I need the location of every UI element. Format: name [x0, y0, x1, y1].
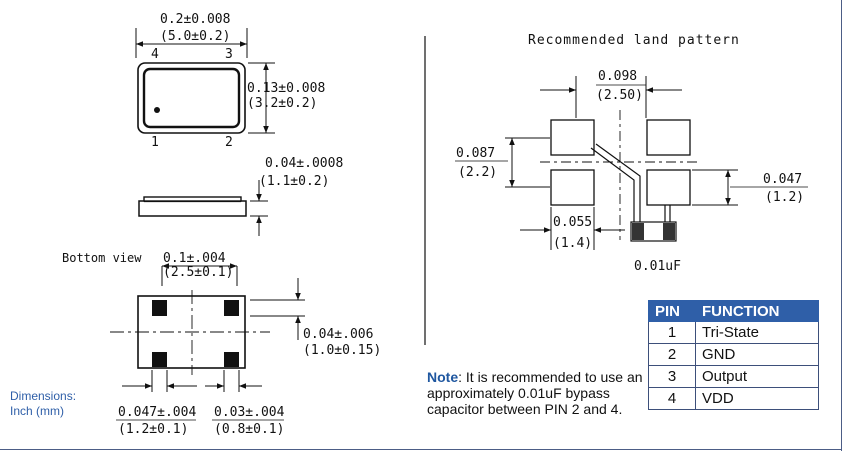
bottom-pad-3	[224, 300, 239, 316]
pin-number-cell: 2	[648, 343, 696, 366]
note-text: : It is recommended to use an approximat…	[427, 369, 643, 417]
pin-1-label: 1	[151, 135, 159, 150]
pin-function-cell: Tri-State	[695, 321, 819, 344]
bottom-pad-2	[224, 352, 239, 367]
land-pattern-title: Recommended land pattern	[528, 33, 740, 48]
land-pad-2	[646, 169, 691, 206]
thickness-dim-mm: (1.1±0.2)	[259, 174, 329, 189]
dimensions-units-note: Dimensions: Inch (mm)	[10, 389, 76, 419]
table-row: 2 GND	[648, 343, 819, 366]
width-dim-inch: 0.2±0.008	[160, 12, 230, 27]
pitch-y-dim-inch: 0.087	[456, 146, 495, 161]
pin-table-header-row: PIN FUNCTION	[648, 300, 819, 322]
pin-function-table: PIN FUNCTION 1 Tri-State 2 GND 3 Output …	[648, 300, 819, 410]
pin-function-cell: Output	[695, 365, 819, 388]
bottom-pad-1	[152, 352, 167, 367]
pin-2-label: 2	[225, 135, 233, 150]
pitch-y-dim-mm: (2.2)	[458, 165, 497, 180]
pin1-marker-dot	[154, 107, 160, 113]
land-pad-3	[646, 119, 691, 156]
pin-number-cell: 4	[648, 387, 696, 410]
dimensions-units-line1: Dimensions:	[10, 389, 77, 403]
dimensions-units-line2: Inch (mm)	[10, 404, 64, 418]
pad-height-dim-mm: (1.0±0.15)	[303, 343, 381, 358]
note-label: Note	[427, 369, 459, 385]
pad-width-dim-mm: (0.8±0.1)	[214, 422, 284, 437]
function-column-header: FUNCTION	[695, 300, 819, 322]
bottom-pad-4	[152, 300, 167, 316]
pin-column-header: PIN	[648, 300, 696, 322]
package-lid	[142, 67, 241, 129]
pad-w-dim-inch: 0.055	[553, 215, 592, 230]
side-view: 0.04±.0008 (1.1±0.2)	[138, 156, 343, 236]
pitch-dim-mm: (2.5±0.1)	[163, 265, 233, 280]
width-dim-mm: (5.0±0.2)	[160, 29, 230, 44]
capacitor-label: 0.01uF	[634, 259, 681, 274]
pin-function-cell: VDD	[695, 387, 819, 410]
pin-number-cell: 1	[648, 321, 696, 344]
height-dim-inch: 0.13±0.008	[247, 81, 325, 96]
pin-4-label: 4	[151, 47, 159, 62]
bottom-view-label: Bottom view	[62, 251, 142, 265]
package-side-body	[138, 200, 247, 217]
gap-x-dim-mm: (2.50)	[596, 88, 643, 103]
pitch-dim-inch: 0.1±.004	[163, 251, 226, 266]
top-view: 0.2±0.008 (5.0±0.2) 4 3 1 2 0.13±0.008 (…	[135, 12, 325, 150]
gap-x-dim-inch: 0.098	[598, 69, 637, 84]
pin-function-cell: GND	[695, 343, 819, 366]
pad-w-dim-mm: (1.4)	[553, 236, 592, 251]
frame-right-border	[841, 0, 842, 451]
height-dim-mm: (3.2±0.2)	[247, 96, 317, 111]
land-pad-1	[550, 169, 595, 206]
pin-number-cell: 3	[648, 365, 696, 388]
frame-bottom-border	[0, 449, 842, 450]
bottom-view: Bottom view 0.1±.004 (2.5±0.1) 0.04±.006…	[62, 251, 381, 437]
pad-h-dim-mm: (1.2)	[765, 190, 804, 205]
land-pad-4	[550, 119, 595, 156]
pad-height-dim-inch: 0.04±.006	[303, 327, 373, 342]
pin-3-label: 3	[225, 47, 233, 62]
land-pattern: Recommended land pattern 0.098 (2.50) 0.…	[455, 33, 808, 274]
bypass-capacitor-note: Note: It is recommended to use an approx…	[427, 369, 647, 417]
pad-h-dim-inch: 0.047	[763, 172, 802, 187]
table-row: 4 VDD	[648, 387, 819, 410]
pad-offset-dim-mm: (1.2±0.1)	[118, 422, 188, 437]
table-row: 3 Output	[648, 365, 819, 388]
pad-width-dim-inch: 0.03±.004	[214, 405, 285, 420]
thickness-dim-inch: 0.04±.0008	[265, 156, 343, 171]
package-side-lid	[143, 196, 242, 202]
pad-offset-dim-inch: 0.047±.004	[118, 405, 196, 420]
table-row: 1 Tri-State	[648, 321, 819, 344]
